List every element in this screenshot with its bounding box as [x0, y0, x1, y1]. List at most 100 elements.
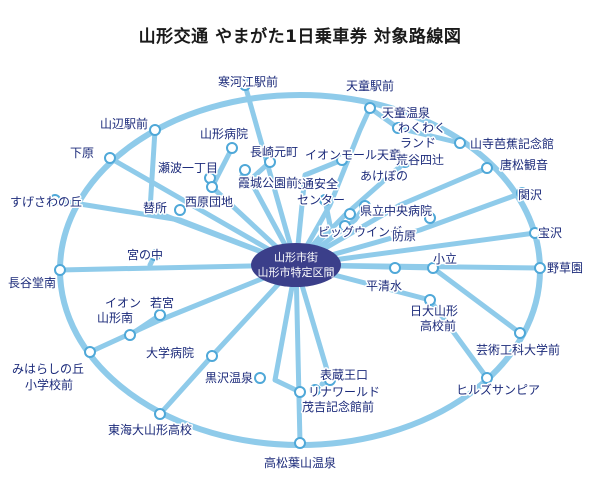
stop-marker[interactable]	[104, 152, 116, 164]
stop-marker[interactable]	[359, 200, 371, 212]
stop-label[interactable]: ビッグウイング	[317, 224, 404, 241]
stop-label[interactable]: 平清水	[365, 278, 404, 295]
stop-label[interactable]: 宮の中	[126, 246, 165, 264]
stop-label[interactable]: 替所	[142, 200, 169, 217]
stop-label[interactable]: 山辺駅前	[99, 115, 150, 133]
stop-marker[interactable]	[516, 187, 528, 199]
stop-marker[interactable]	[309, 384, 321, 396]
stop-marker[interactable]	[149, 124, 161, 136]
stop-marker[interactable]	[424, 294, 436, 306]
stop-label[interactable]: 大学病院	[145, 344, 196, 362]
stop-marker[interactable]	[424, 212, 436, 224]
stop-label[interactable]: 山形南	[96, 309, 135, 327]
stop-label[interactable]: 長谷堂南	[7, 274, 58, 292]
route-line	[242, 82, 299, 268]
stop-marker[interactable]	[514, 327, 526, 339]
stop-label[interactable]: 下原	[69, 145, 96, 162]
stop-marker[interactable]	[454, 137, 466, 149]
stop-label[interactable]: 寒河江駅前	[216, 73, 279, 91]
stop-label[interactable]: 茂吉記念館前	[301, 398, 376, 416]
stop-label[interactable]: イオンモール天童	[304, 146, 403, 164]
stop-label[interactable]: 高校前	[419, 317, 458, 335]
stop-marker[interactable]	[254, 372, 266, 384]
stop-label[interactable]: ヒルズサンピア	[455, 381, 542, 399]
stop-label[interactable]: 小学校前	[24, 376, 75, 394]
stop-marker[interactable]	[344, 208, 356, 220]
stop-label[interactable]: 小立	[432, 250, 459, 268]
stop-label[interactable]: 日大山形	[409, 303, 460, 320]
stop-label[interactable]: あけぼの	[359, 168, 410, 185]
stop-label[interactable]: ランド	[399, 135, 438, 152]
stop-label[interactable]: 宝沢	[537, 225, 564, 242]
stop-label[interactable]: 長崎元町	[249, 144, 300, 161]
stop-marker[interactable]	[534, 262, 546, 274]
stop-label[interactable]: 芸術工科大学前	[475, 341, 562, 359]
stop-marker[interactable]	[389, 262, 401, 274]
stop-marker[interactable]	[154, 309, 166, 321]
stop-marker[interactable]	[226, 142, 238, 154]
stop-marker[interactable]	[294, 386, 306, 398]
route-line	[293, 190, 525, 268]
stop-label[interactable]: すげさわの丘	[9, 194, 84, 211]
stop-label[interactable]: 唐松観音	[499, 156, 550, 174]
stop-label[interactable]: 山寺芭蕉記念館	[469, 135, 556, 153]
stop-marker[interactable]	[149, 249, 161, 261]
bus-stops	[49, 79, 546, 449]
stop-marker[interactable]	[206, 350, 218, 362]
stop-label[interactable]: イオン	[104, 295, 143, 312]
stop-label[interactable]: 天童温泉	[381, 104, 432, 122]
stop-marker[interactable]	[294, 437, 306, 449]
stop-marker[interactable]	[481, 162, 493, 174]
stop-label[interactable]: 関沢	[517, 187, 544, 204]
stop-marker[interactable]	[399, 156, 411, 168]
center-label-line2: 山形市特定区間	[258, 265, 335, 279]
stop-label[interactable]: 黒沢温泉	[204, 370, 255, 387]
stop-label[interactable]: 野草園	[546, 260, 585, 277]
route-line	[107, 155, 299, 268]
route-line	[293, 105, 373, 268]
stop-marker[interactable]	[336, 154, 348, 166]
stop-label[interactable]: 若宮	[149, 294, 176, 312]
stop-label[interactable]: 表蔵王口	[319, 367, 370, 384]
route-line	[147, 127, 299, 268]
stop-label[interactable]: リナワールド	[307, 384, 382, 401]
stop-marker[interactable]	[529, 227, 541, 239]
route-line	[247, 159, 299, 268]
stop-label[interactable]: 霞城公園前	[237, 174, 300, 192]
stop-marker[interactable]	[54, 264, 66, 276]
stop-label[interactable]: 天童駅前	[344, 77, 395, 95]
stop-marker[interactable]	[392, 122, 404, 134]
route-line	[127, 312, 163, 338]
stop-marker[interactable]	[264, 156, 276, 168]
stop-label[interactable]: 防原	[391, 227, 418, 245]
center-label-line1: 山形市街	[274, 250, 318, 264]
stop-marker[interactable]	[364, 102, 376, 114]
stop-marker[interactable]	[154, 408, 166, 420]
stop-label[interactable]: 西原団地	[184, 194, 235, 211]
stop-marker[interactable]	[319, 194, 331, 206]
stop-label[interactable]: 高松葉山温泉	[262, 454, 337, 472]
stop-marker[interactable]	[339, 220, 351, 232]
stop-marker[interactable]	[239, 79, 251, 91]
stop-label[interactable]: 山形病院	[199, 125, 250, 143]
stop-label[interactable]: 荒谷四辻	[395, 152, 446, 169]
route-line	[157, 262, 299, 417]
stop-label[interactable]: 東海大山形高校	[106, 421, 193, 439]
stop-marker[interactable]	[239, 164, 251, 176]
stop-marker[interactable]	[481, 372, 493, 384]
stop-marker[interactable]	[206, 181, 218, 193]
stop-label[interactable]: みはらしの丘	[11, 361, 86, 378]
stop-label[interactable]: 交通安全	[289, 175, 340, 193]
stop-marker[interactable]	[174, 204, 186, 216]
page-title: 山形交通 やまがた1日乗車券 対象路線図	[138, 27, 462, 47]
stop-label[interactable]: 瀬波一丁目	[157, 160, 220, 177]
stop-label[interactable]: 県立中央病院	[359, 202, 434, 220]
stop-marker[interactable]	[49, 194, 61, 206]
stop-label[interactable]: わくわく	[397, 120, 448, 137]
stop-marker[interactable]	[427, 262, 439, 274]
stop-marker[interactable]	[84, 346, 96, 358]
city-center-oval[interactable]	[251, 243, 341, 287]
stop-marker[interactable]	[324, 374, 336, 386]
stop-label[interactable]: センター	[296, 192, 347, 209]
stop-marker[interactable]	[124, 329, 136, 341]
